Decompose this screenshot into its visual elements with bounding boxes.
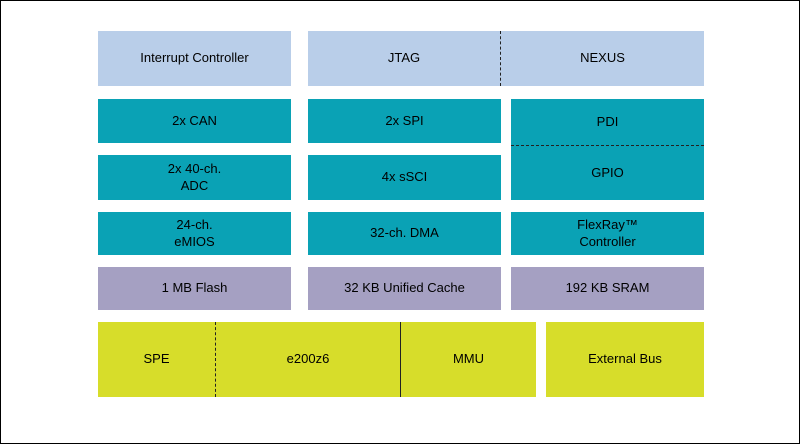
block-adc: 2x 40-ch. ADC [98,155,291,200]
block-flash: 1 MB Flash [98,267,291,310]
block-ssci: 4x sSCI [308,155,501,200]
block-jtag-nexus: JTAG NEXUS [308,31,704,86]
block-pdi-gpio: PDI GPIO [511,99,704,200]
block-can: 2x CAN [98,99,291,143]
block-jtag: JTAG [308,31,501,86]
block-nexus: NEXUS [580,50,625,66]
block-gpio: GPIO [591,164,624,180]
block-pdi: PDI [511,99,704,146]
block-spe: SPE [98,322,216,397]
block-interrupt-controller: Interrupt Controller [98,31,291,86]
block-dma: 32-ch. DMA [308,212,501,255]
block-spi: 2x SPI [308,99,501,143]
block-core-complex: SPE e200z6 MMU [98,322,536,397]
block-mmu: MMU [452,351,485,367]
block-flexray-controller: FlexRay™ Controller [511,212,704,255]
block-external-bus: External Bus [546,322,704,397]
block-unified-cache: 32 KB Unified Cache [308,267,501,310]
block-e200z6-core: e200z6 [216,322,401,397]
block-emios: 24-ch. eMIOS [98,212,291,255]
block-sram: 192 KB SRAM [511,267,704,310]
